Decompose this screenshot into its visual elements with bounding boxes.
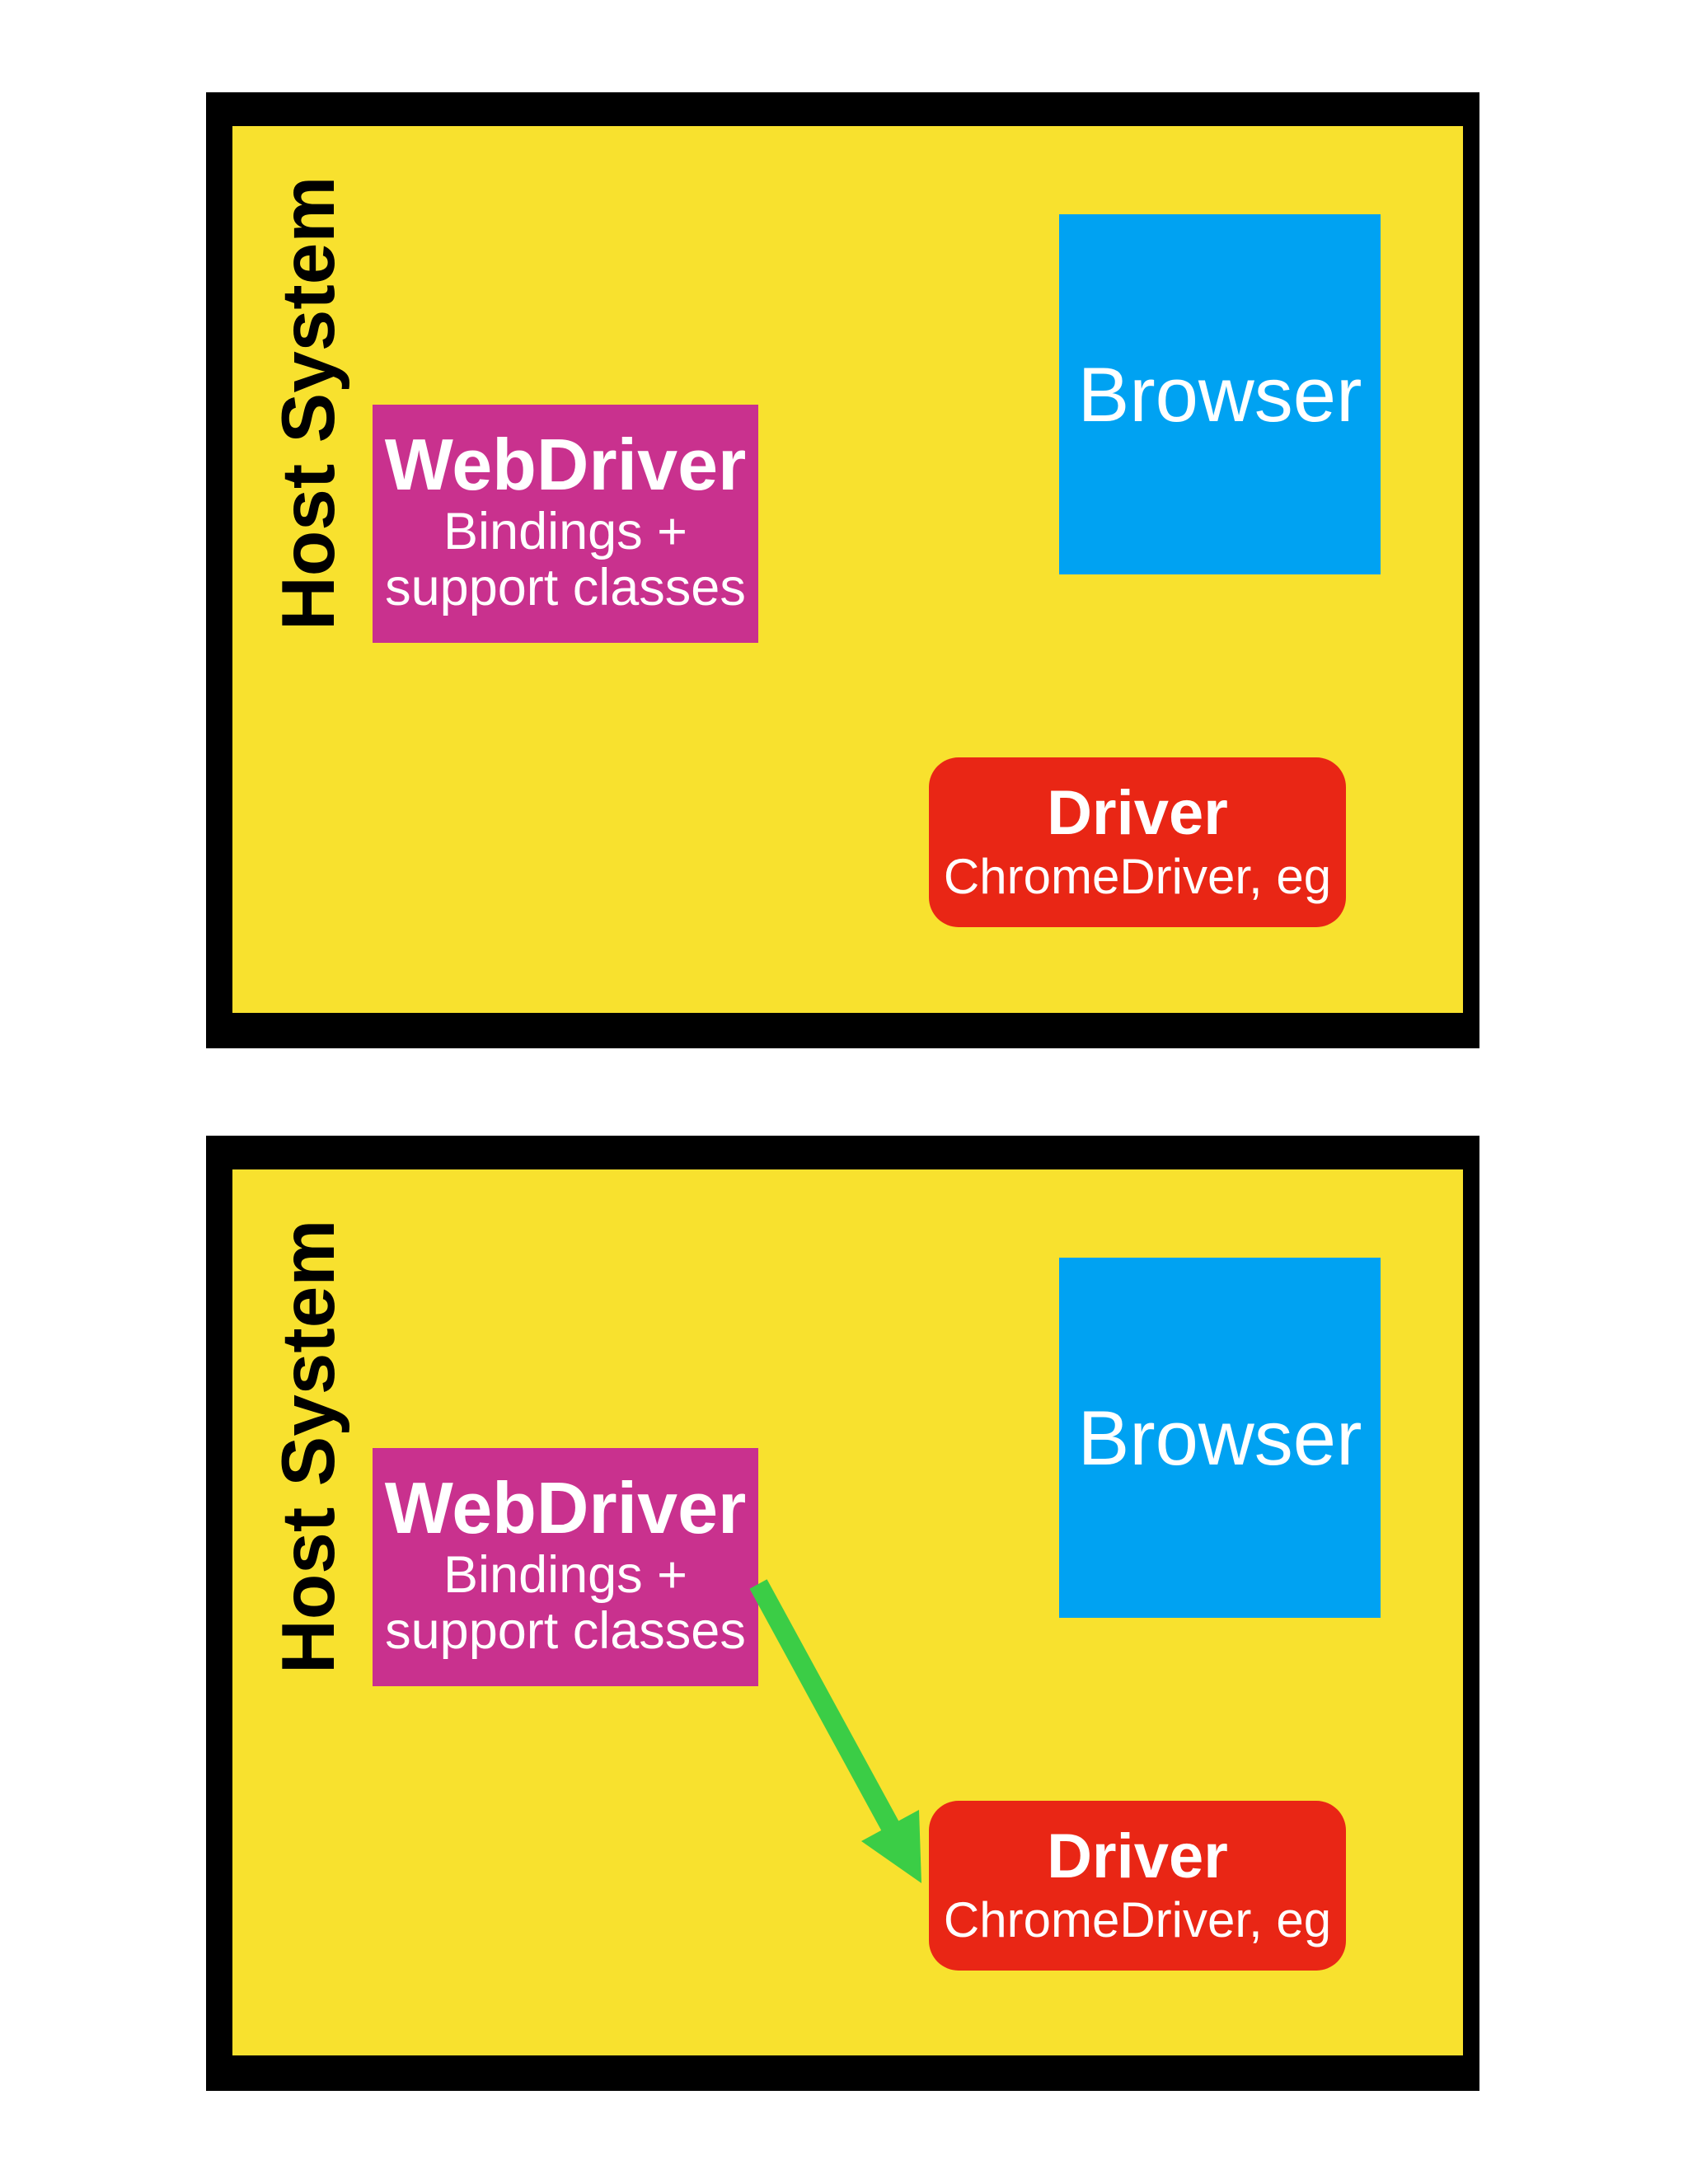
webdriver-subtitle-line1: Bindings + (443, 1546, 687, 1604)
host-system-panel-top-inner: Host System WebDriver Bindings + support… (232, 126, 1463, 1013)
webdriver-subtitle-line2: support classes (385, 1602, 746, 1660)
webdriver-title: WebDriver (384, 424, 747, 505)
browser-node: Browser (1059, 214, 1381, 574)
host-system-label: Host System (267, 176, 350, 630)
driver-title: Driver (1047, 778, 1228, 848)
webdriver-title: WebDriver (384, 1467, 747, 1549)
driver-node: Driver ChromeDriver, eg (929, 1801, 1346, 1971)
driver-title: Driver (1047, 1821, 1228, 1891)
browser-label: Browser (1077, 1394, 1362, 1481)
driver-subtitle: ChromeDriver, eg (943, 849, 1332, 904)
browser-label: Browser (1077, 350, 1362, 438)
browser-node: Browser (1059, 1258, 1381, 1618)
host-system-panel-top: Host System WebDriver Bindings + support… (206, 92, 1479, 1048)
webdriver-node: WebDriver Bindings + support classes (373, 405, 758, 643)
webdriver-node: WebDriver Bindings + support classes (373, 1448, 758, 1686)
webdriver-subtitle-line2: support classes (385, 559, 746, 616)
host-system-label: Host System (267, 1219, 350, 1674)
driver-subtitle: ChromeDriver, eg (943, 1892, 1332, 1947)
host-system-panel-bottom-inner: Host System WebDriver Bindings + support… (232, 1169, 1463, 2056)
webdriver-subtitle-line1: Bindings + (443, 503, 687, 560)
host-system-panel-bottom: Host System WebDriver Bindings + support… (206, 1136, 1479, 2091)
driver-node: Driver ChromeDriver, eg (929, 757, 1346, 927)
